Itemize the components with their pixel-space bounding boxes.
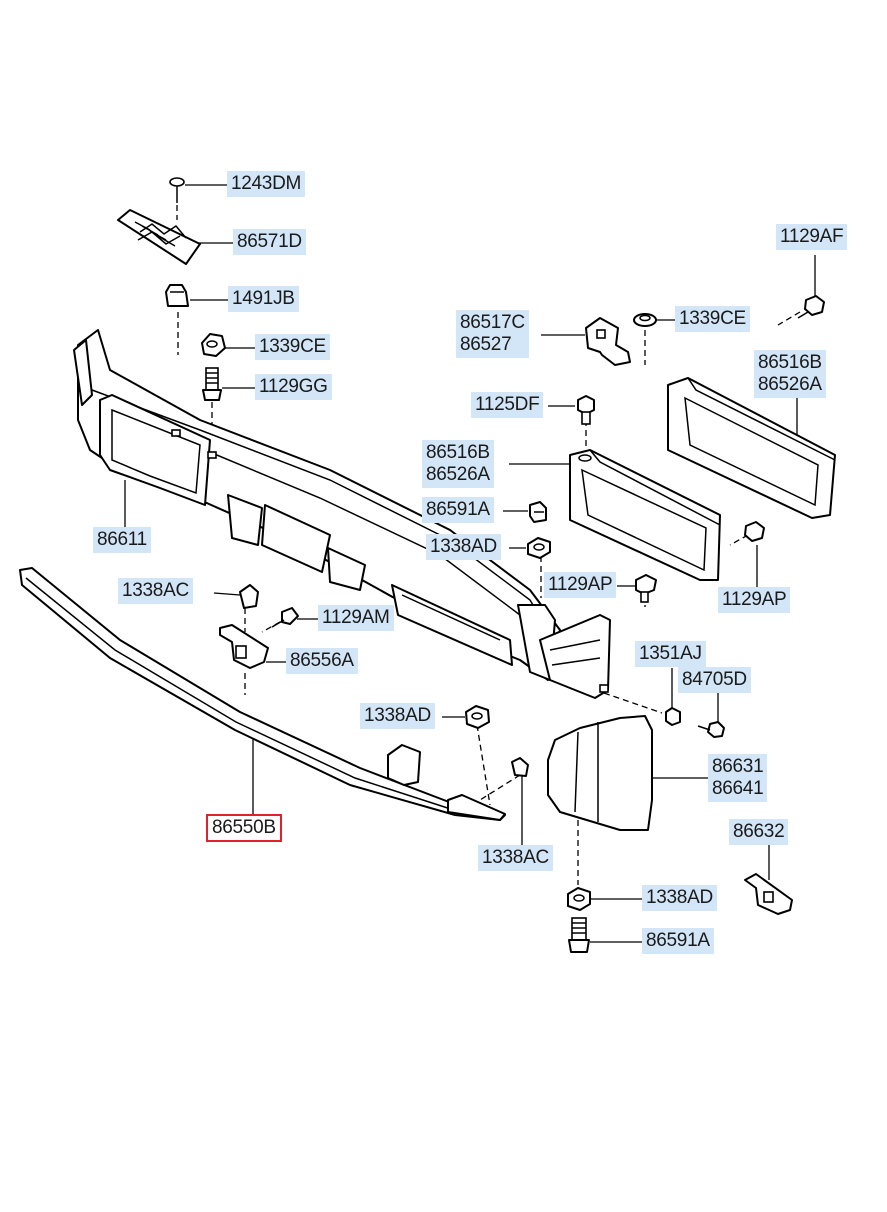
callout-86631[interactable]: 86631 86641 <box>708 754 768 802</box>
callout-86591A-center[interactable]: 86591A <box>422 497 494 523</box>
callout-1339CE-right[interactable]: 1339CE <box>675 306 750 332</box>
callout-1338AC-right[interactable]: 1338AC <box>478 845 553 871</box>
callout-1338AD-center[interactable]: 1338AD <box>426 534 501 560</box>
bolt-1129AP-center <box>635 574 657 603</box>
bolt-1129AM <box>271 607 299 628</box>
pad-86571D <box>117 209 201 265</box>
bracket-86517C <box>585 317 631 366</box>
callout-1491JB[interactable]: 1491JB <box>228 286 299 312</box>
bolt-1125DF <box>577 395 595 425</box>
callout-84705D[interactable]: 84705D <box>678 667 751 693</box>
callout-86516B-center[interactable]: 86516B 86526A <box>422 440 494 488</box>
clip-1491JB <box>165 284 189 307</box>
bracket-86632 <box>744 873 793 915</box>
bolt-1129GG <box>202 367 222 401</box>
callout-86611[interactable]: 86611 <box>93 527 151 553</box>
nut-1338AD-mid <box>465 705 490 729</box>
nut-1338AD-center <box>527 537 551 559</box>
callout-86632[interactable]: 86632 <box>729 819 789 845</box>
callout-86591A-bottom[interactable]: 86591A <box>642 928 714 954</box>
callout-86517C[interactable]: 86517C 86527 <box>456 310 529 358</box>
callout-1129AM[interactable]: 1129AM <box>318 605 394 631</box>
callout-1129AP-center[interactable]: 1129AP <box>544 572 617 598</box>
screw-84705D <box>697 721 725 738</box>
clip-1338AC-left <box>239 584 259 609</box>
callout-1351AJ[interactable]: 1351AJ <box>635 641 706 667</box>
lower-skirt-86550B <box>19 567 506 821</box>
bumper-beam-86611 <box>73 329 611 699</box>
nut-1351AJ <box>665 707 681 726</box>
bolt-1129AP-right <box>744 521 765 542</box>
callout-1129AF[interactable]: 1129AF <box>776 224 848 250</box>
callout-1129AP-right[interactable]: 1129AP <box>718 587 791 613</box>
callout-86556A[interactable]: 86556A <box>286 648 358 674</box>
callout-1338AC-left[interactable]: 1338AC <box>118 578 193 604</box>
callout-86550B-selected[interactable]: 86550B <box>206 814 282 842</box>
callout-86516B-right[interactable]: 86516B 86526A <box>754 350 826 398</box>
screw-1243DM <box>169 177 185 220</box>
bracket-86516B-center <box>569 449 721 581</box>
callout-1338AD-bottom[interactable]: 1338AD <box>642 885 717 911</box>
callout-86571D[interactable]: 86571D <box>233 229 306 255</box>
bracket-86516B-right <box>667 377 836 519</box>
bolt-86591A-center <box>529 501 547 523</box>
nut-1338AD-bottom <box>567 887 591 911</box>
nut-1339CE-left <box>201 333 226 357</box>
clip-1338AC-right <box>511 757 529 777</box>
callout-1129GG[interactable]: 1129GG <box>255 374 332 400</box>
callout-1338AD-mid[interactable]: 1338AD <box>360 703 435 729</box>
nut-1339CE-right <box>633 313 657 327</box>
callout-1339CE-left[interactable]: 1339CE <box>255 334 330 360</box>
bolt-86591A-bottom <box>568 917 590 953</box>
callout-1243DM[interactable]: 1243DM <box>227 171 306 197</box>
callout-1125DF[interactable]: 1125DF <box>471 392 544 418</box>
bracket-86556A <box>219 624 269 669</box>
bolt-1129AF <box>797 295 825 319</box>
end-cap-86631 <box>547 715 653 831</box>
